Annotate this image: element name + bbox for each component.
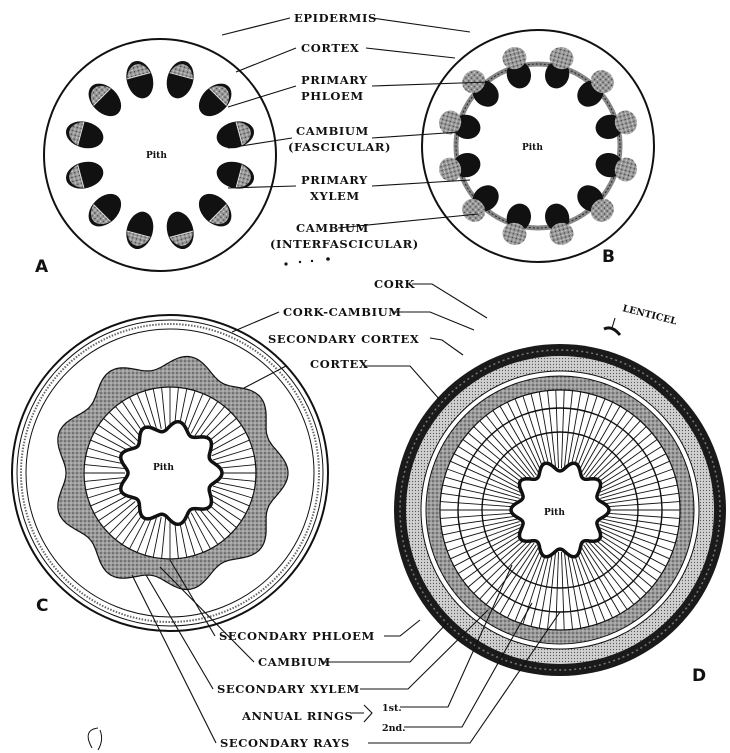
panel-c-diagram: Pith C (12, 315, 328, 631)
label-cambium-fascicular-2: (FASCICULAR) (288, 140, 391, 154)
label-second-ring: 2nd. (382, 723, 405, 734)
panel-d-letter: D (692, 666, 706, 686)
lenticel-mark (604, 328, 620, 335)
label-secondary-xylem: SECONDARY XYLEM (217, 682, 360, 696)
label-cork: CORK (374, 277, 416, 291)
panel-a-letter: A (35, 257, 49, 277)
label-cortex-bottom: CORTEX (310, 357, 368, 371)
label-cork-cambium: CORK-CAMBIUM (283, 305, 402, 319)
label-cambium-fascicular-1: CAMBIUM (296, 124, 369, 138)
panel-b-letter: B (602, 247, 615, 267)
label-epidermis: EPIDERMIS (294, 11, 377, 25)
label-first-ring: 1st. (382, 703, 402, 714)
label-cambium-bottom: CAMBIUM (258, 655, 331, 669)
dots-mark (284, 257, 329, 265)
label-secondary-phloem: SECONDARY PHLOEM (219, 629, 375, 643)
panel-d-pith-label: Pith (544, 508, 565, 518)
label-cambium-interfascicular-2: (INTERFASCICULAR) (270, 237, 419, 251)
panel-a-diagram: Pith A (35, 39, 276, 277)
label-primary-xylem-2: XYLEM (310, 189, 360, 203)
label-cortex-top: CORTEX (301, 41, 359, 55)
label-secondary-rays: SECONDARY RAYS (220, 736, 350, 750)
panel-b-pith-label: Pith (522, 143, 543, 153)
label-primary-phloem-2: PHLOEM (301, 89, 364, 103)
label-cambium-interfascicular-1: CAMBIUM (296, 221, 369, 235)
label-primary-phloem-1: PRIMARY (301, 73, 368, 87)
panel-c-pith-label: Pith (153, 463, 174, 473)
top-labels: EPIDERMIS CORTEX PRIMARY PHLOEM CAMBIUM … (270, 11, 419, 251)
label-annual-rings: ANNUAL RINGS (241, 709, 353, 723)
label-lenticel: LENTICEL (621, 303, 678, 327)
pen-scribble (88, 728, 101, 750)
panel-c-letter: C (36, 596, 48, 616)
label-secondary-cortex: SECONDARY CORTEX (268, 332, 419, 346)
label-primary-xylem-1: PRIMARY (301, 173, 368, 187)
panel-a-pith-label: Pith (146, 151, 167, 161)
panel-d-diagram: Pith D (394, 328, 726, 686)
panel-b-diagram: Pith B (422, 30, 654, 267)
